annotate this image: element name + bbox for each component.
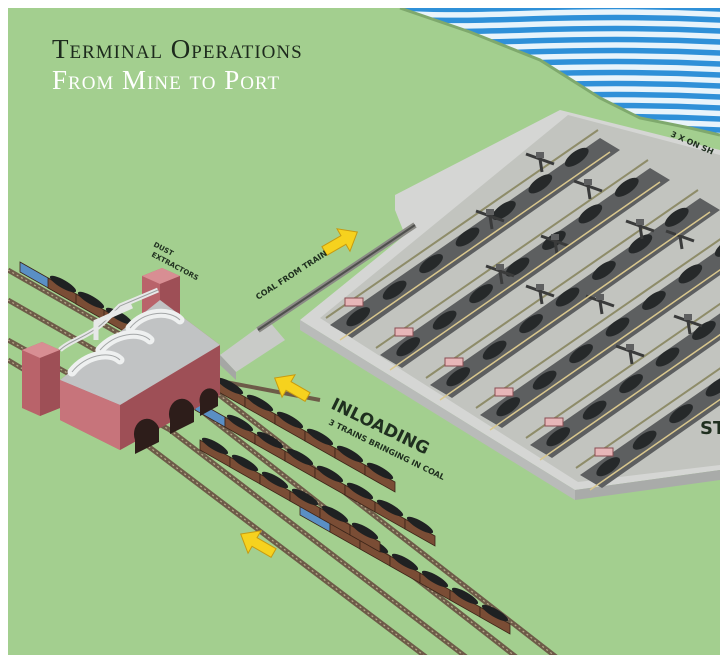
reclaimer-cab — [536, 284, 544, 290]
reclaimer-leg — [630, 351, 632, 364]
reclaimer-leg — [600, 301, 602, 314]
reclaimer-leg — [540, 159, 542, 172]
reclaimer-cab — [536, 152, 544, 158]
stockpile-hopper — [595, 448, 613, 456]
stockpile-hopper — [445, 358, 463, 366]
title-block: Terminal Operations From Mine to Port — [52, 34, 303, 96]
stockpile-hopper — [545, 418, 563, 426]
reclaimer-leg — [490, 216, 492, 229]
page-title: Terminal Operations — [52, 34, 303, 65]
reclaimer-leg — [540, 291, 542, 304]
reclaimer-cab — [551, 234, 559, 240]
reclaimer-cab — [626, 344, 634, 350]
reclaimer-cab — [596, 294, 604, 300]
page-subtitle: From Mine to Port — [52, 65, 303, 96]
reclaimer-cab — [636, 219, 644, 225]
stockpile-hopper — [395, 328, 413, 336]
stockpile-hopper — [345, 298, 363, 306]
reclaimer-cab — [486, 209, 494, 215]
reclaimer-leg — [680, 236, 682, 249]
reclaimer-leg — [640, 226, 642, 239]
stockpile-hopper — [495, 388, 513, 396]
reclaimer-cab — [496, 264, 504, 270]
reclaimer-leg — [688, 321, 690, 334]
reclaimer-cab — [584, 179, 592, 185]
reclaimer-leg — [555, 241, 557, 254]
reclaimer-cab — [684, 314, 692, 320]
reclaimer-leg — [588, 186, 590, 199]
reclaimer-leg — [500, 271, 502, 284]
